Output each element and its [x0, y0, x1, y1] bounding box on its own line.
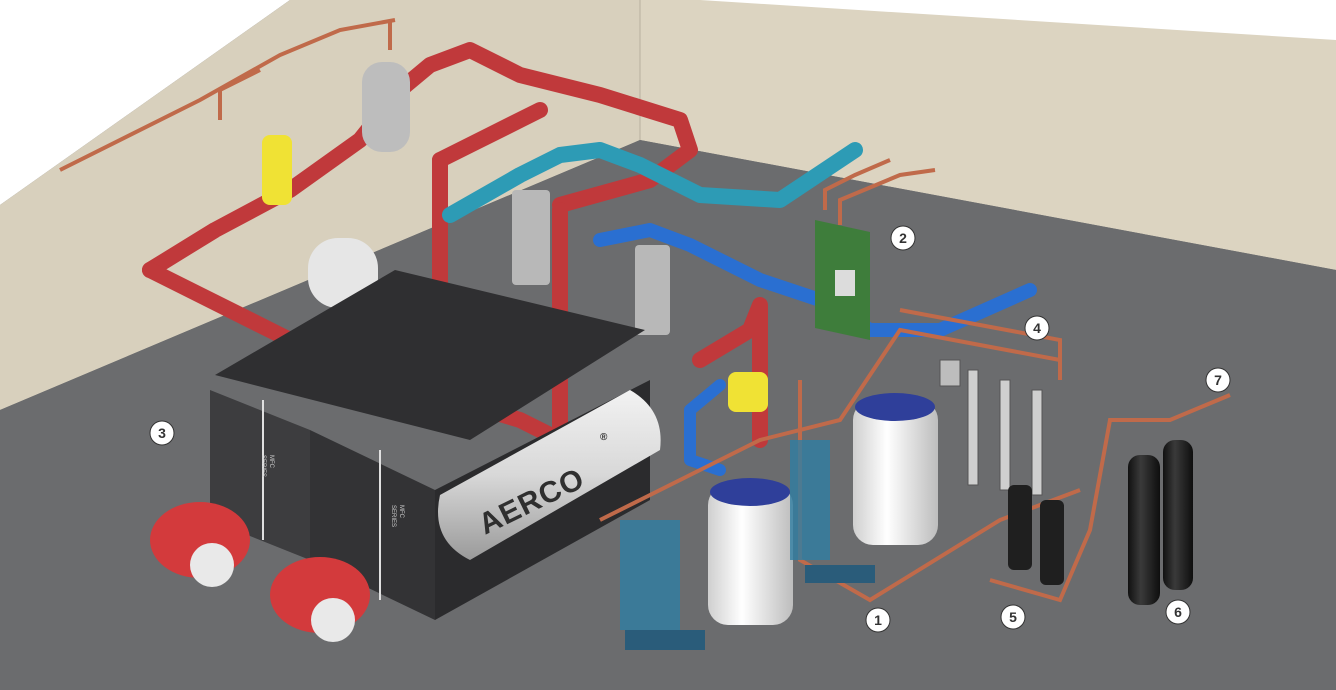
callout-markers: 1 2 3 4 5 6 7 — [149, 225, 1231, 633]
callout-label-6: 6 — [1174, 604, 1182, 620]
water-heater-left — [708, 485, 793, 625]
series-word-left: SERIES — [260, 455, 266, 477]
callout-label-3: 3 — [158, 425, 166, 441]
boiler-units — [210, 270, 661, 620]
softener-tanks — [1128, 440, 1193, 605]
boiler-shell — [438, 390, 661, 560]
callout-label-5: 5 — [1009, 609, 1017, 625]
callout-6[interactable]: 6 — [1165, 599, 1191, 625]
copper-domestic-piping — [599, 158, 1231, 603]
callout-2[interactable]: 2 — [890, 225, 916, 251]
left-wall — [0, 0, 640, 410]
callout-7[interactable]: 7 — [1205, 367, 1231, 393]
boiler-top — [215, 270, 645, 440]
brand-registered-mark: ® — [600, 432, 608, 443]
filter-columns — [939, 359, 1043, 496]
burners — [150, 502, 370, 642]
pumps — [1008, 485, 1064, 585]
callout-label-4: 4 — [1033, 320, 1041, 336]
callout-1[interactable]: 1 — [865, 607, 891, 633]
water-heater-right — [853, 400, 938, 545]
series-badge-right: MFC — [398, 505, 404, 519]
water-heaters — [620, 393, 938, 650]
cold-return-piping — [442, 142, 1037, 476]
callout-3[interactable]: 3 — [149, 420, 175, 446]
callout-4[interactable]: 4 — [1024, 315, 1050, 341]
right-wall — [640, 0, 1336, 270]
vent-stacks — [512, 190, 670, 335]
wall-copper-piping — [59, 18, 396, 172]
series-word-right: SERIES — [390, 505, 396, 527]
callout-5[interactable]: 5 — [1000, 604, 1026, 630]
series-badge-left: MFC — [268, 455, 274, 469]
callout-label-2: 2 — [899, 230, 907, 246]
callout-label-7: 7 — [1214, 372, 1222, 388]
ceiling-right — [700, 0, 1336, 40]
callout-label-1: 1 — [874, 612, 882, 628]
yellow-valves — [262, 135, 768, 412]
manifold-panel — [815, 220, 870, 340]
